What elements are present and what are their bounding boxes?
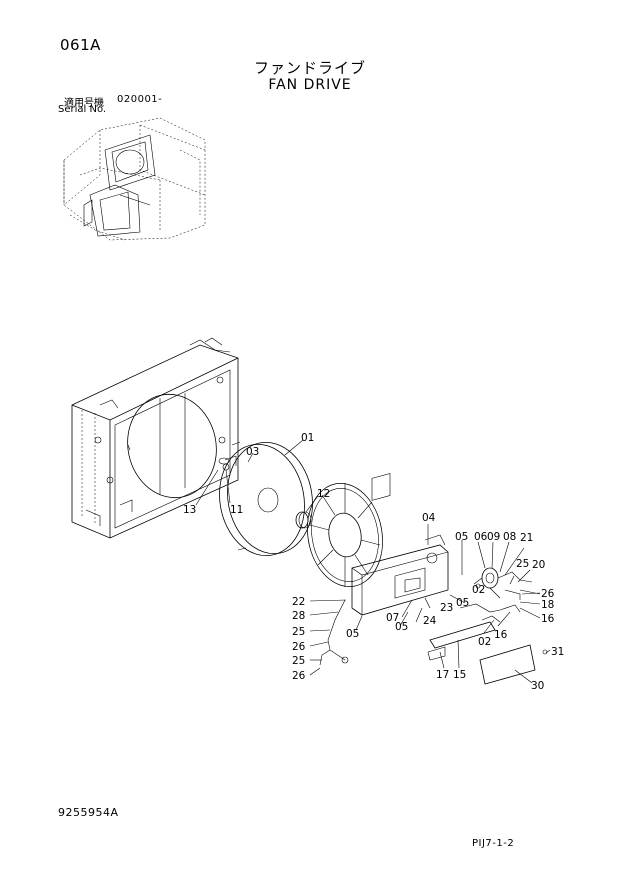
callout-07: 07 <box>386 612 399 624</box>
callout-16-right: 16 <box>541 613 555 625</box>
callout-05-left: 05 <box>346 628 359 640</box>
callout-11: 11 <box>230 504 243 516</box>
callout-05-mid: 05 <box>456 597 469 609</box>
callout-28: 28 <box>292 610 305 622</box>
fan-blade <box>307 482 383 588</box>
callout-24: 24 <box>423 615 437 627</box>
leader-lines <box>195 439 551 684</box>
callout-21: 21 <box>520 532 533 544</box>
callout-31: 31 <box>551 646 564 658</box>
title-english: FAN DRIVE <box>268 77 352 93</box>
callout-26-right: 26 <box>541 588 555 600</box>
callout-16-lower: 16 <box>494 629 508 641</box>
cover-plate <box>479 644 536 685</box>
serial-label-english: Serial No. <box>58 104 107 115</box>
page-reference: PIJ7-1-2 <box>472 838 515 849</box>
radiator-assembly <box>71 337 239 539</box>
callout-23: 23 <box>440 602 453 614</box>
serial-value: 020001- <box>117 94 163 105</box>
callout-02-upper: 02 <box>472 584 485 596</box>
callout-25-right: 25 <box>516 558 529 570</box>
title-japanese: ファンドライブ <box>253 59 366 77</box>
callout-26-left-top: 26 <box>292 641 306 653</box>
fan-shroud <box>219 441 313 557</box>
callout-18: 18 <box>541 599 554 611</box>
serial-label-japanese: 適用号機 <box>64 98 104 109</box>
callout-12: 12 <box>317 488 330 500</box>
callout-labels: 01 03 12 13 11 04 05 06 09 08 21 25 20 2… <box>183 432 564 692</box>
callout-03: 03 <box>246 446 259 458</box>
callout-04: 04 <box>422 512 436 524</box>
callout-17: 17 <box>436 669 449 681</box>
callout-01: 01 <box>301 432 314 444</box>
page-code: 061A <box>60 36 101 54</box>
relief-valve <box>427 615 501 661</box>
hose-assembly <box>319 599 521 666</box>
callout-25-left-bottom: 25 <box>292 655 305 667</box>
machine-overview-sketch <box>63 117 206 241</box>
small-parts <box>218 457 548 655</box>
callout-05-top: 05 <box>455 531 468 543</box>
callout-02-lower: 02 <box>478 636 491 648</box>
callout-25-left-top: 25 <box>292 626 305 638</box>
callout-13: 13 <box>183 504 196 516</box>
callout-05-lower: 05 <box>395 621 408 633</box>
callout-20: 20 <box>532 559 545 571</box>
callout-15: 15 <box>453 669 466 681</box>
motor-bracket <box>351 473 449 616</box>
callout-06: 06 <box>474 531 488 543</box>
callout-30: 30 <box>531 680 544 692</box>
callout-22: 22 <box>292 596 305 608</box>
callout-08: 08 <box>503 531 516 543</box>
callout-09: 09 <box>487 531 500 543</box>
callout-26-left-bottom: 26 <box>292 670 306 682</box>
drawing-part-number: 9255954A <box>58 806 119 819</box>
